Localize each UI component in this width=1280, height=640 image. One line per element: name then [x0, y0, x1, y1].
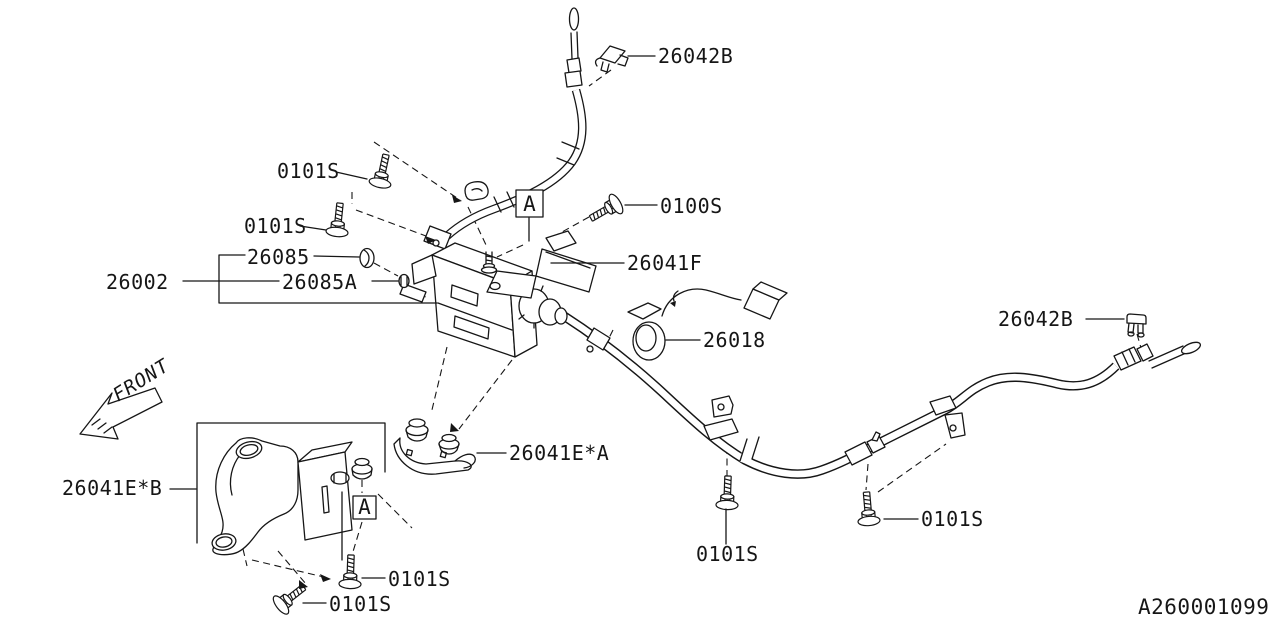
detail-marker-a-1: A — [515, 189, 544, 242]
drawing-number: A260001099 — [1138, 595, 1269, 619]
label-0100s: 0100S — [660, 194, 723, 218]
label-26085: 26085 — [247, 245, 310, 269]
bracket-detail-26041ea — [393, 418, 476, 475]
detail-marker-a-1-text: A — [523, 192, 536, 216]
label-0101s-2: 0101S — [244, 214, 307, 238]
grommet-26085 — [359, 247, 375, 269]
label-26002: 26002 — [106, 270, 169, 294]
cable-clip-top-26042b — [594, 45, 629, 73]
rear-cable-clamps — [586, 327, 966, 466]
label-0101s-bracket-2: 0101S — [329, 592, 392, 616]
detail-marker-a-2-text: A — [358, 495, 371, 519]
label-26085a: 26085A — [282, 270, 357, 294]
cable-clip-right-26042b — [1126, 313, 1147, 338]
grommet-26085a — [398, 273, 410, 289]
label-26042b-top: 26042B — [658, 44, 733, 68]
label-26041e-b: 26041E*B — [62, 476, 162, 500]
pointer-arrowheads — [299, 195, 462, 589]
front-brake-cable — [423, 7, 587, 250]
label-0101s-1: 0101S — [277, 159, 340, 183]
bracket-detail-26041eb — [196, 422, 386, 561]
label-26042b-right: 26042B — [998, 307, 1073, 331]
part-number-labels: 26042B 0101S 0101S 26085 26002 26085A 01… — [62, 44, 1073, 616]
label-26041e-a: 26041E*A — [509, 441, 609, 465]
harness-26018 — [627, 281, 788, 361]
stay-bracket-26041f — [486, 230, 597, 299]
construction-dashed-lines — [242, 69, 1144, 585]
detail-marker-a-2: A — [352, 495, 377, 520]
leader-lines — [169, 55, 1125, 604]
label-0101s-right-bottom: 0101S — [921, 507, 984, 531]
label-0101s-bracket-1: 0101S — [388, 567, 451, 591]
label-26018: 26018 — [703, 328, 766, 352]
label-26041f: 26041F — [627, 251, 702, 275]
label-0101s-mid-bottom: 0101S — [696, 542, 759, 566]
